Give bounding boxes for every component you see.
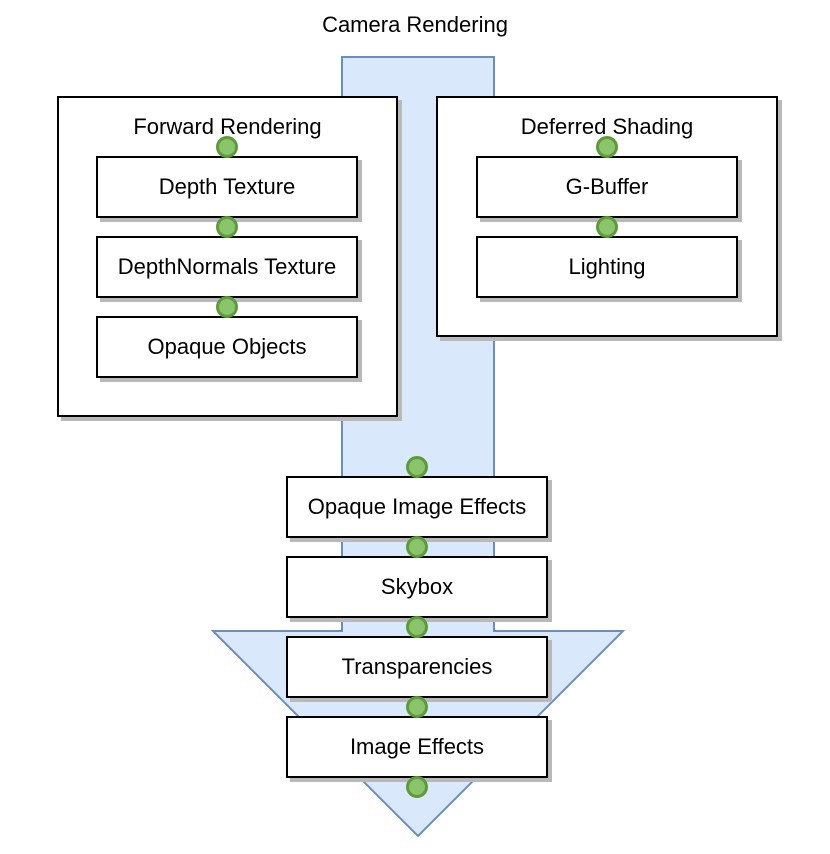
lighting-label: Lighting bbox=[568, 254, 646, 279]
image-effects-label: Image Effects bbox=[349, 734, 485, 759]
connection-point bbox=[216, 136, 238, 158]
opaque-image-effects-label: Opaque Image Effects bbox=[307, 494, 527, 519]
g-buffer-step: G-Buffer bbox=[476, 156, 738, 218]
connection-point bbox=[216, 296, 238, 318]
depthnormals-texture-step: DepthNormals Texture bbox=[96, 236, 358, 298]
transparencies-label: Transparencies bbox=[341, 654, 493, 679]
connection-point bbox=[596, 216, 618, 238]
connection-point bbox=[596, 136, 618, 158]
g-buffer-label: G-Buffer bbox=[565, 174, 649, 199]
opaque-objects-label: Opaque Objects bbox=[147, 334, 307, 359]
depth-texture-label: Depth Texture bbox=[158, 174, 296, 199]
connection-point bbox=[406, 696, 428, 718]
lighting-step: Lighting bbox=[476, 236, 738, 298]
connection-point bbox=[406, 536, 428, 558]
connection-point bbox=[406, 776, 428, 798]
connection-point bbox=[216, 216, 238, 238]
connection-point bbox=[406, 616, 428, 638]
skybox-label: Skybox bbox=[380, 574, 454, 599]
connection-point bbox=[406, 456, 428, 478]
opaque-objects-step: Opaque Objects bbox=[96, 316, 358, 378]
depth-texture-step: Depth Texture bbox=[96, 156, 358, 218]
image-effects-step: Image Effects bbox=[286, 716, 548, 778]
depthnormals-texture-label: DepthNormals Texture bbox=[117, 254, 337, 279]
skybox-step: Skybox bbox=[286, 556, 548, 618]
deferred-shading-label: Deferred Shading bbox=[520, 114, 694, 139]
diagram-title: Camera Rendering bbox=[322, 12, 508, 37]
opaque-image-effects-step: Opaque Image Effects bbox=[286, 476, 548, 538]
transparencies-step: Transparencies bbox=[286, 636, 548, 698]
forward-rendering-label: Forward Rendering bbox=[133, 114, 322, 139]
